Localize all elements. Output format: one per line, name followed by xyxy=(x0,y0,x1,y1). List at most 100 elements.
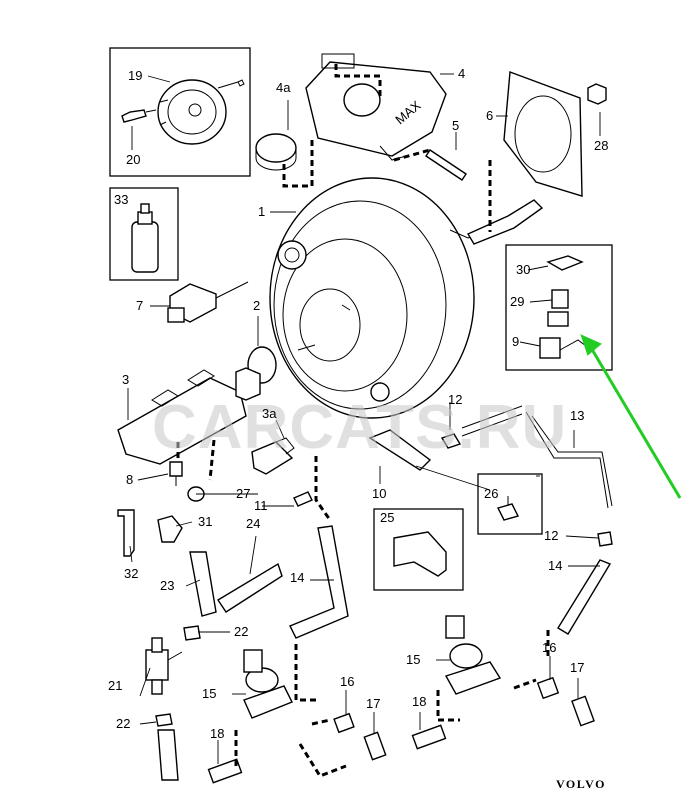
inset-box-valve xyxy=(477,473,543,535)
label-15b: 15 xyxy=(406,652,420,667)
master-cylinder xyxy=(117,367,261,465)
label-3: 3 xyxy=(122,372,129,387)
bushing-16b xyxy=(536,676,560,700)
label-13: 13 xyxy=(570,408,584,423)
dash-14a xyxy=(294,644,320,702)
vacuum-hose-14a xyxy=(289,525,349,639)
hose-clamp-12a xyxy=(440,433,462,449)
label-27: 27 xyxy=(236,486,250,501)
label-5: 5 xyxy=(452,118,459,133)
vacuum-hose-elbow xyxy=(251,437,295,475)
dash-cap-reservoir xyxy=(282,140,314,188)
inset-box-fluid-bottle xyxy=(109,187,179,281)
label-16b: 16 xyxy=(542,640,556,655)
label-6: 6 xyxy=(486,108,493,123)
hose-piece-18a xyxy=(207,758,243,784)
check-valve-21 xyxy=(145,637,183,695)
label-2: 2 xyxy=(253,298,260,313)
brake-booster-main xyxy=(269,177,544,419)
vacuum-hose-lower xyxy=(157,729,179,781)
dash-16-right xyxy=(513,678,537,690)
label-14a: 14 xyxy=(290,570,304,585)
label-23: 23 xyxy=(160,578,174,593)
brake-fluid-bottle xyxy=(131,203,159,273)
label-24: 24 xyxy=(246,516,260,531)
leader-lines xyxy=(127,73,601,764)
reservoir-cap xyxy=(255,133,297,171)
label-19: 19 xyxy=(128,68,142,83)
green-arrow-icon xyxy=(580,334,682,499)
label-14b: 14 xyxy=(548,558,562,573)
label-4: 4 xyxy=(458,66,465,81)
label-22a: 22 xyxy=(234,624,248,639)
inline-valve-26 xyxy=(496,496,520,521)
small-check-valve xyxy=(121,109,157,123)
dash-valve-right xyxy=(436,690,460,722)
master-cylinder-sensor xyxy=(169,461,183,486)
label-8: 8 xyxy=(126,472,133,487)
reservoir-bolt xyxy=(425,149,467,181)
label-3a: 3a xyxy=(262,406,277,421)
dash-reservoir-bolt xyxy=(393,148,431,162)
sleeve-17b xyxy=(571,695,595,727)
vacuum-hose-10 xyxy=(368,429,432,471)
label-26: 26 xyxy=(484,486,498,501)
label-30: 30 xyxy=(516,262,530,277)
mounting-bracket xyxy=(117,509,135,557)
label-12a: 12 xyxy=(448,392,462,407)
dash-16-left xyxy=(311,718,331,726)
small-brake-booster xyxy=(157,79,245,145)
vacuum-pump-valve-right xyxy=(444,615,502,695)
watermark: CARCATS.RU xyxy=(152,393,567,462)
vacuum-hose-24 xyxy=(217,562,283,613)
label-4a: 4a xyxy=(276,80,291,95)
inset-box-clip xyxy=(373,508,464,591)
vacuum-hose-23 xyxy=(189,551,217,617)
dash-reservoir-top xyxy=(334,64,382,98)
label-17a: 17 xyxy=(366,696,380,711)
vacuum-hose-14b xyxy=(557,559,612,635)
hose-piece-18b xyxy=(411,724,447,750)
label-1: 1 xyxy=(258,204,265,219)
hose-clamp-22a xyxy=(183,625,201,641)
part-labels: 19 20 33 4a 4 5 6 28 1 7 2 3 3a 30 29 9 … xyxy=(108,66,608,741)
fluid-reservoir: MAX xyxy=(305,53,447,161)
label-31: 31 xyxy=(198,514,212,529)
brand-logo: VOLVO xyxy=(556,777,606,791)
brake-sensor xyxy=(167,281,249,323)
vacuum-pipe-13 xyxy=(461,405,613,509)
label-28: 28 xyxy=(594,138,608,153)
label-15a: 15 xyxy=(202,686,216,701)
sleeve-17a xyxy=(363,731,387,761)
dash-3a xyxy=(314,456,332,521)
label-32: 32 xyxy=(124,566,138,581)
label-21: 21 xyxy=(108,678,122,693)
dash-18-left xyxy=(298,743,347,778)
booster-gasket xyxy=(503,71,583,197)
inset-box-switch xyxy=(505,244,613,371)
vacuum-pump-valve-left xyxy=(243,649,293,719)
label-16a: 16 xyxy=(340,674,354,689)
label-20: 20 xyxy=(126,152,140,167)
label-12b: 12 xyxy=(544,528,558,543)
label-11: 11 xyxy=(254,498,268,513)
label-10: 10 xyxy=(372,486,386,501)
label-18b: 18 xyxy=(412,694,426,709)
retaining-clip xyxy=(157,515,183,543)
label-22b: 22 xyxy=(116,716,130,731)
booster-nut xyxy=(587,83,607,105)
inset-box-booster xyxy=(109,47,251,177)
hose-clamp-11 xyxy=(293,491,313,507)
hose-clamp-22b xyxy=(155,713,173,727)
pipe-clip-25 xyxy=(393,531,447,577)
label-9: 9 xyxy=(512,334,519,349)
dash-cyl-27 xyxy=(208,439,216,481)
label-25: 25 xyxy=(380,510,394,525)
brake-switch-assembly xyxy=(539,255,587,359)
label-29: 29 xyxy=(510,294,524,309)
label-18a: 18 xyxy=(210,726,224,741)
hose-clamp-12b xyxy=(597,531,613,547)
label-17b: 17 xyxy=(570,660,584,675)
label-7: 7 xyxy=(136,298,143,313)
bushing-16a xyxy=(333,712,355,734)
